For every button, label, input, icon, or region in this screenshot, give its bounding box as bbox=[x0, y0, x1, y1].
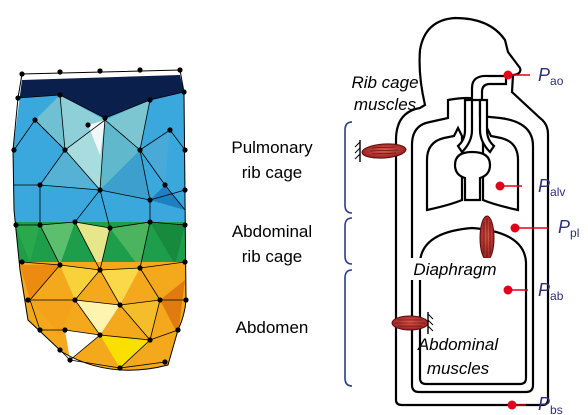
mesh-node bbox=[19, 71, 24, 76]
mesh-node bbox=[72, 297, 77, 302]
label-abdomen: Abdomen bbox=[236, 318, 309, 337]
mesh-node bbox=[137, 67, 142, 72]
label-rib-cage-muscles-line1: Rib cage bbox=[351, 73, 418, 92]
anchor-hatch-icon bbox=[355, 142, 360, 159]
mesh-node bbox=[15, 95, 20, 100]
label-abdominal-rc-line1: Abdominal bbox=[232, 222, 312, 241]
label-pulmonary-line1: Pulmonary bbox=[231, 138, 313, 157]
mesh-node bbox=[177, 67, 182, 72]
mesh-node bbox=[162, 359, 167, 364]
region-labels: Pulmonary rib cage Abdominal rib cage Ab… bbox=[231, 138, 313, 337]
label-abdominal-muscles-line2: muscles bbox=[427, 359, 490, 378]
brace-abdomen bbox=[345, 270, 352, 386]
mesh-node bbox=[157, 297, 162, 302]
braces bbox=[345, 122, 352, 386]
mesh-node bbox=[11, 147, 16, 152]
mesh-node bbox=[97, 68, 102, 73]
mesh-node bbox=[37, 182, 42, 187]
pressure-label-ao: Pao bbox=[538, 65, 564, 88]
mesh-node bbox=[162, 182, 167, 187]
mesh-node bbox=[147, 337, 152, 342]
mesh-node bbox=[182, 222, 187, 227]
mesh-node bbox=[147, 197, 152, 202]
mesh-node bbox=[32, 117, 37, 122]
mesh-node bbox=[62, 327, 67, 332]
mesh-node bbox=[147, 219, 152, 224]
mesh-node bbox=[117, 365, 122, 370]
mesh-node bbox=[102, 115, 107, 120]
chest-wall-mesh bbox=[0, 67, 200, 382]
mesh-node bbox=[175, 327, 180, 332]
mesh-node bbox=[137, 265, 142, 270]
mesh-node bbox=[37, 222, 42, 227]
mesh-node bbox=[97, 267, 102, 272]
mesh-node bbox=[13, 222, 18, 227]
brace-pulmonary bbox=[345, 122, 352, 213]
mesh-node bbox=[97, 187, 102, 192]
label-diaphragm: Diaphragm bbox=[413, 260, 496, 279]
label-pulmonary-line2: rib cage bbox=[242, 163, 302, 182]
mesh-node bbox=[183, 297, 188, 302]
label-abdominal-rc-line2: rib cage bbox=[242, 247, 302, 266]
mesh-node bbox=[182, 259, 187, 264]
mesh-node bbox=[57, 92, 62, 97]
brace-abdominal-rc bbox=[345, 218, 352, 264]
label-rib-cage-muscles-line2: muscles bbox=[354, 95, 417, 114]
mesh-node bbox=[57, 69, 62, 74]
pressure-label-bs: Pbs bbox=[538, 394, 563, 415]
mesh-node bbox=[67, 357, 72, 362]
mesh-node bbox=[72, 219, 77, 224]
mesh-node bbox=[25, 297, 30, 302]
pressure-label-ab: Pab bbox=[538, 280, 564, 303]
mesh-node bbox=[167, 127, 172, 132]
mesh-node bbox=[181, 89, 186, 94]
mesh-node bbox=[57, 347, 62, 352]
mesh-node bbox=[107, 225, 112, 230]
pressure-label-alv: Palv bbox=[538, 176, 565, 199]
mesh-node bbox=[85, 122, 90, 127]
mesh-node bbox=[19, 259, 24, 264]
mesh-node bbox=[37, 327, 42, 332]
mesh-node bbox=[147, 97, 152, 102]
mesh-node bbox=[137, 147, 142, 152]
mesh-node bbox=[117, 302, 122, 307]
mesh-node bbox=[182, 187, 187, 192]
mesh-node bbox=[182, 147, 187, 152]
mesh-node bbox=[57, 262, 62, 267]
pressure-label-pl: Ppl bbox=[558, 217, 579, 240]
mesh-node bbox=[97, 332, 102, 337]
label-abdominal-muscles-line1: Abdominal bbox=[417, 335, 500, 354]
mesh-node bbox=[62, 147, 67, 152]
